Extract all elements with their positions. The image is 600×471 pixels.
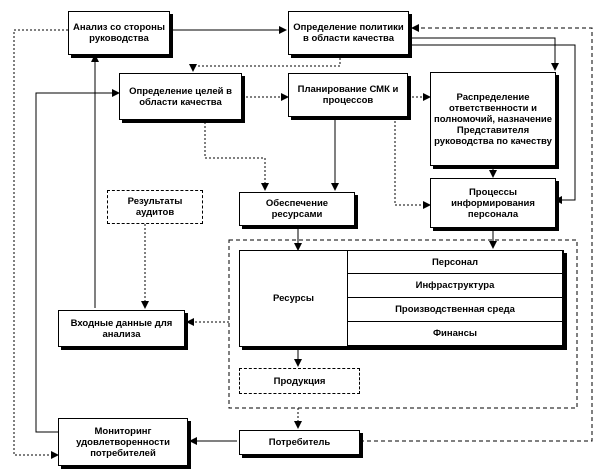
node-resources: Ресурсы bbox=[238, 249, 349, 347]
link-objectives-provision bbox=[204, 122, 269, 191]
resource-finance-label: Финансы bbox=[432, 328, 478, 339]
node-objectives: Определение целей в области качества bbox=[119, 73, 242, 120]
node-provision: Обеспечение ресурсами bbox=[239, 192, 355, 226]
node-planning: Планирование СМК и процессов bbox=[288, 73, 408, 117]
resource-infrastructure: Инфраструктура bbox=[347, 273, 563, 298]
resource-personnel: Персонал bbox=[347, 249, 563, 275]
node-monitoring: Мониторинг удовлетворенности потребителе… bbox=[58, 418, 188, 466]
node-informing: Процессы информирования персонала bbox=[430, 178, 556, 228]
node-objectives-label: Определение целей в области качества bbox=[129, 85, 232, 108]
link-monitoring-objectives bbox=[35, 89, 120, 433]
resource-environment: Производственная среда bbox=[347, 297, 563, 322]
link-policy-informing bbox=[409, 44, 576, 204]
node-inputs: Входные данные для анализа bbox=[58, 310, 185, 347]
node-policy: Определение политики в области качества bbox=[288, 11, 409, 55]
node-product: Продукция bbox=[239, 368, 360, 394]
node-planning-label: Планирование СМК и процессов bbox=[297, 84, 399, 106]
resource-finance: Финансы bbox=[347, 321, 563, 346]
link-consumer-policy bbox=[360, 24, 593, 442]
node-resources-label: Ресурсы bbox=[273, 292, 314, 304]
node-audits: Результаты аудитов bbox=[107, 190, 203, 224]
resource-environment-label: Производственная среда bbox=[395, 304, 515, 315]
node-monitoring-label: Мониторинг удовлетворенности потребителе… bbox=[76, 425, 170, 459]
node-consumer: Потребитель bbox=[239, 430, 360, 455]
resource-personnel-label: Персонал bbox=[431, 256, 479, 268]
link-analysis-left-loop bbox=[13, 29, 68, 459]
node-provision-label: Обеспечение ресурсами bbox=[265, 198, 329, 220]
node-analysis-label: Анализ со стороны руководства bbox=[73, 22, 165, 44]
link-policy-responsibility bbox=[409, 37, 559, 71]
node-inputs-label: Входные данные для анализа bbox=[70, 317, 173, 340]
link-planning-informing bbox=[394, 117, 431, 209]
node-informing-label: Процессы информирования персонала bbox=[451, 186, 535, 220]
node-policy-label: Определение политики в области качества bbox=[293, 22, 404, 44]
link-policy-objectives bbox=[189, 58, 341, 72]
resource-infrastructure-label: Инфраструктура bbox=[415, 280, 495, 291]
node-resources-block: Ресурсы Персонал Инфраструктура Производ… bbox=[238, 249, 564, 347]
node-responsibility: Распределение ответственности и полномоч… bbox=[430, 72, 556, 166]
node-analysis: Анализ со стороны руководства bbox=[68, 11, 170, 55]
resources-group-frame bbox=[228, 239, 578, 409]
node-audits-label: Результаты аудитов bbox=[127, 196, 183, 218]
node-responsibility-label: Распределение ответственности и полномоч… bbox=[433, 91, 552, 147]
node-consumer-label: Потребитель bbox=[268, 437, 331, 448]
node-product-label: Продукция bbox=[273, 375, 326, 387]
